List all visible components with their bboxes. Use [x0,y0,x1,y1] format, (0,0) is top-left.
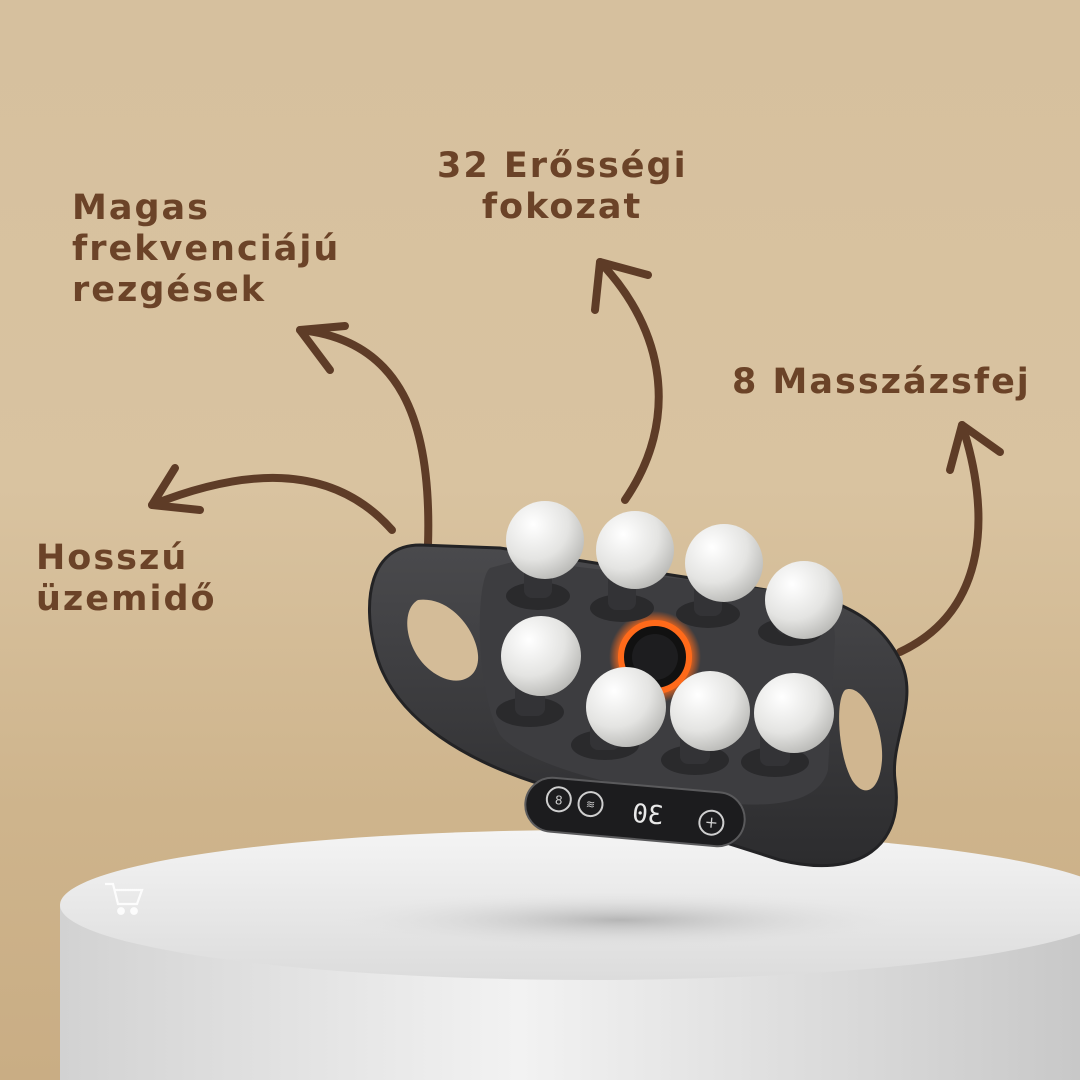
svg-text:≋: ≋ [585,798,595,812]
feature-line: fokozat [481,187,643,227]
arrow-intensity-head [591,258,652,314]
vibration-icon[interactable] [577,791,604,818]
arrow-heads-head [946,421,1004,474]
plus-icon[interactable] [698,809,725,836]
feature-line: 32 Erősségi [437,146,688,186]
feature-line: frekvenciájú [72,229,341,269]
feature-label-intensity: 32 Erősségi fokozat [437,146,687,228]
massage-head-5 [496,616,581,727]
massage-head-6 [571,667,666,760]
left-handle-hole [407,599,479,681]
arrow-runtime [148,473,396,534]
feature-label-runtime: Hosszú üzemidő [36,538,217,620]
pedestal [60,830,1080,1080]
massage-heads [496,501,843,777]
arrow-intensity [596,258,663,504]
feature-line: üzemidő [36,579,217,619]
feature-label-vibration: Magas frekvenciájú rezgések [72,188,340,311]
feature-line: Magas [72,188,210,228]
arrow-vibration [296,326,433,549]
massage-head-8 [741,673,834,777]
shopping-cart-icon [105,882,144,915]
arrows [148,258,1004,656]
svg-text:8: 8 [554,793,563,808]
arrow-runtime-head [148,464,204,514]
massage-head-2 [590,511,674,622]
feature-line: rezgések [72,270,267,310]
arrow-heads [896,421,983,656]
massage-head-1 [506,501,584,610]
svg-text:+: + [704,812,719,832]
mode-icon[interactable] [545,786,572,813]
feature-label-heads: 8 Masszázsfej [732,362,1031,403]
massager-device: 8 ≋ 30 + [368,501,909,868]
massage-head-7 [661,671,750,775]
massage-head-4 [758,561,843,646]
feature-line: Hosszú [36,538,189,578]
display-readout: 30 [631,799,665,832]
arrow-vibration-head [296,322,349,374]
right-handle-hole [839,689,883,791]
massage-head-3 [676,524,763,628]
control-panel [524,776,746,848]
feature-line: 8 Masszázsfej [732,362,1031,402]
